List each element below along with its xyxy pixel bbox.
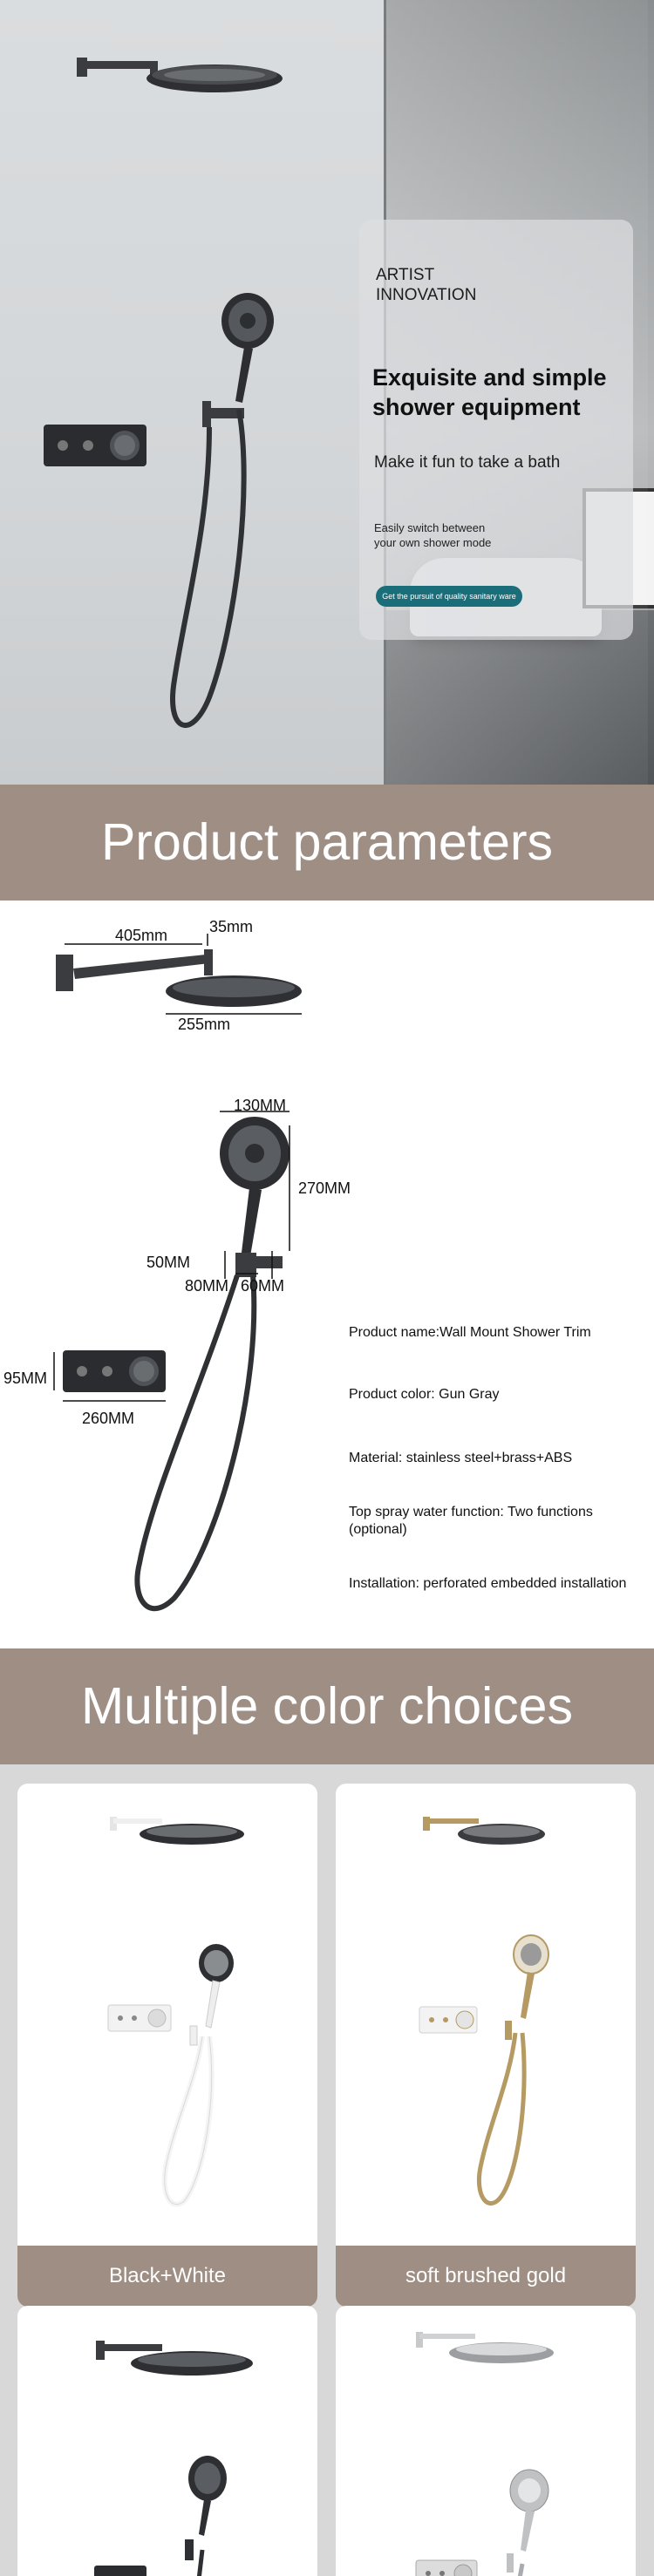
parameters-section: 405mm 35mm 255mm 130MM 270MM 50MM 80MM 6… [0, 901, 654, 1648]
black-white-product-image [107, 1817, 244, 2207]
spec-material: Material: stainless steel+brass+ABS [349, 1451, 573, 1465]
parameters-title: Product parameters [100, 813, 554, 871]
dimension-drawing [53, 934, 302, 1612]
spec-product-color: Product color: Gun Gray [349, 1387, 500, 1402]
holder-depth-label: 80MM [185, 1277, 229, 1295]
gun-gray-product-image [94, 2341, 253, 2576]
brushed-gold-product-image [419, 1817, 549, 2206]
hero-description-line-2: your own shower mode [374, 536, 492, 549]
spec-product-name: Product name:Wall Mount Shower Trim [349, 1325, 591, 1340]
brand-tagline: ARTIST INNOVATION [376, 265, 476, 305]
hand-length-label: 270MM [298, 1179, 351, 1197]
colors-title: Multiple color choices [80, 1677, 573, 1735]
color-card-chrome[interactable] [336, 2306, 636, 2576]
hero-description: Easily switch between your own shower mo… [374, 520, 548, 550]
color-card-brushed-gold[interactable]: soft brushed gold [336, 1784, 636, 2307]
panel-width-label: 260MM [82, 1410, 135, 1427]
color-label-brushed-gold: soft brushed gold [336, 2246, 636, 2307]
shower-set-illustration [44, 58, 283, 728]
chrome-product-image [415, 2332, 554, 2576]
spec-installation: Installation: perforated embedded instal… [349, 1576, 627, 1591]
hand-width-label: 130MM [234, 1097, 287, 1114]
spec-top-spray: Top spray water function: Two functions … [349, 1505, 593, 1537]
tagline-line-1: ARTIST [376, 266, 435, 284]
quality-button[interactable]: Get the pursuit of quality sanitary ware [376, 586, 522, 607]
color-card-black-white[interactable]: Black+White [17, 1784, 317, 2307]
hero-subtitle: Make it fun to take a bath [374, 453, 561, 472]
hero-description-line-1: Easily switch between [374, 521, 486, 534]
hero-title-line-2: shower equipment [372, 394, 581, 420]
hero-title-line-1: Exquisite and simple [372, 364, 607, 391]
holder-width-label: 50MM [146, 1254, 191, 1271]
wall-background [0, 0, 384, 785]
arm-tip-label: 35mm [209, 918, 254, 935]
hero-text-card [359, 220, 633, 640]
parameters-banner: Product parameters [0, 785, 654, 901]
colors-banner: Multiple color choices [0, 1648, 654, 1764]
holder-height-label: 60MM [241, 1277, 285, 1295]
colors-section: Black+White soft brushed gold [0, 1764, 654, 2576]
color-card-gun-gray[interactable] [17, 2306, 317, 2576]
head-diameter-label: 255mm [178, 1016, 231, 1033]
arm-length-label: 405mm [115, 927, 168, 944]
color-label-black-white: Black+White [17, 2246, 317, 2307]
panel-height-label: 95MM [3, 1370, 48, 1387]
tagline-line-2: INNOVATION [376, 286, 477, 304]
hero-title: Exquisite and simple shower equipment [372, 363, 643, 422]
hero-section: ARTIST INNOVATION Exquisite and simple s… [0, 0, 654, 785]
